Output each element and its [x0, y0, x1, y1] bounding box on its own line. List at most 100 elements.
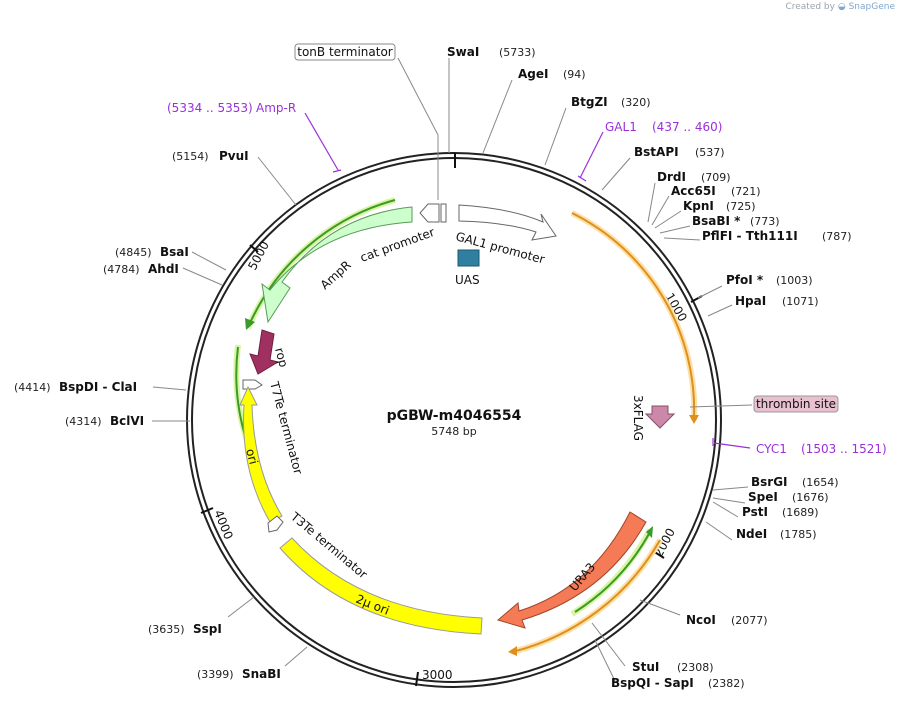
- site-pos: (1689): [782, 506, 819, 519]
- two-micron-ori-feature: [279, 537, 483, 635]
- site-name: SnaBI: [242, 667, 281, 681]
- primer-cyc1-name: CYC1: [756, 442, 787, 456]
- site-pos: (1654): [802, 476, 839, 489]
- primer-gal1-name: GAL1: [605, 120, 637, 134]
- site-pos: (787): [822, 230, 852, 243]
- site-pos: (1071): [782, 295, 819, 308]
- site-pos: (4845): [115, 246, 152, 259]
- orf-arc-right: [571, 212, 696, 419]
- primer-amp-r-range: (5334 .. 5353): [167, 101, 253, 115]
- plasmid-name: pGBW-m4046554: [387, 408, 522, 424]
- rop-label: rop: [272, 346, 291, 369]
- t7te-terminator-label: T7Te terminator: [267, 379, 305, 476]
- rop-feature: [249, 329, 280, 375]
- thrombin-label: thrombin site: [756, 397, 836, 411]
- credit-brand: SnapGene: [848, 2, 895, 12]
- thrombin-label-box: [753, 395, 839, 413]
- orf-arc-bottom: [511, 539, 661, 653]
- site-name: PflFI - Tth111I: [702, 229, 798, 243]
- site-name: BsaBI *: [692, 214, 741, 228]
- site-pos: (773): [750, 215, 780, 228]
- site-name: AgeI: [518, 67, 548, 81]
- primer-amp-r-name: Amp-R: [256, 101, 296, 115]
- site-name: KpnI: [683, 199, 714, 213]
- site-name: HpaI: [735, 294, 766, 308]
- ori-feature: [239, 385, 283, 523]
- site-pos: (1003): [776, 274, 813, 287]
- plasmid-size: 5748 bp: [431, 425, 476, 438]
- site-pos: (2382): [708, 677, 745, 690]
- orf-arc-right-arrowhead: [689, 415, 699, 424]
- ura3-feature: [496, 511, 647, 629]
- orf-arc-bottom-halo: [511, 538, 663, 655]
- tonb-terminator-marker: [440, 203, 447, 223]
- site-name: StuI: [632, 660, 659, 674]
- site-pos: (1785): [780, 528, 817, 541]
- site-leader-lines: [152, 57, 753, 682]
- site-pos: (537): [695, 146, 725, 159]
- site-pos: (320): [621, 96, 651, 109]
- site-pos: (5733): [499, 46, 536, 59]
- site-pos: (721): [731, 185, 761, 198]
- site-name: Acc65I: [671, 184, 716, 198]
- primer-markers: [304, 112, 751, 449]
- credit-prefix: Created by: [785, 2, 835, 12]
- site-pos: (709): [701, 171, 731, 184]
- tonb-terminator-feature: [419, 203, 440, 223]
- tonb-label-box: [294, 43, 396, 61]
- site-name: NcoI: [686, 613, 716, 627]
- flag-label: 3xFLAG: [631, 395, 645, 441]
- site-name: BsaI: [160, 245, 189, 259]
- orf-arc-ampr: [249, 199, 396, 324]
- site-pos: (2308): [677, 661, 714, 674]
- site-pos: (3399): [197, 668, 234, 681]
- site-name: SspI: [193, 622, 222, 636]
- orf-arc-bottom-arrowhead: [508, 646, 517, 656]
- site-name: BtgZI: [571, 95, 608, 109]
- ruler-label-3000: 3000: [422, 668, 453, 682]
- orf-arc-right-halo: [570, 210, 698, 421]
- gal1-promoter-feature: [458, 204, 557, 241]
- orf-arc-ura3: [574, 531, 651, 613]
- site-name: BstAPI: [634, 145, 679, 159]
- site-pos: (1676): [792, 491, 829, 504]
- restriction-sites: SwaI (5733) AgeI (94) BtgZI (320) BstAPI…: [14, 45, 852, 690]
- orf-arc-ura3-arrowhead: [646, 526, 653, 538]
- site-pos: (2077): [731, 614, 768, 627]
- ruler-tick-5000: [249, 244, 259, 253]
- site-name: BclVI: [110, 414, 144, 428]
- t3te-terminator-feature: [267, 515, 284, 533]
- ruler-tick-4000: [200, 507, 214, 514]
- ori-label: ori: [243, 447, 261, 466]
- uas-label: UAS: [455, 273, 480, 287]
- site-name: DrdI: [657, 170, 686, 184]
- flag-feature: [644, 405, 676, 429]
- site-pos: (94): [563, 68, 586, 81]
- orf-arc-ampr-arrowhead: [245, 318, 255, 330]
- site-name: SwaI: [447, 45, 479, 59]
- ruler-tick-3000: [415, 671, 419, 687]
- site-pos: (4314): [65, 415, 102, 428]
- site-name: PstI: [742, 505, 768, 519]
- site-pos: (725): [726, 200, 756, 213]
- site-name: SpeI: [748, 490, 778, 504]
- site-name: BspQI - SapI: [611, 676, 694, 690]
- uas-feature: [457, 249, 480, 267]
- site-pos: (4414): [14, 381, 51, 394]
- site-name: AhdI: [148, 262, 179, 276]
- cat-promoter-label: cat promoter: [358, 225, 436, 265]
- site-pos: (4784): [103, 263, 140, 276]
- ampr-label: AmpR: [318, 258, 354, 292]
- site-pos: (3635): [148, 623, 185, 636]
- t7te-terminator-feature: [242, 379, 263, 390]
- tonb-label: tonB terminator: [297, 45, 393, 59]
- site-pos: (5154): [172, 150, 209, 163]
- snapgene-logo-icon: ◒: [837, 2, 846, 12]
- ampr-feature: [261, 206, 413, 324]
- site-name: BspDI - ClaI: [59, 380, 137, 394]
- site-name: NdeI: [736, 527, 767, 541]
- site-name: PvuI: [219, 149, 249, 163]
- primer-cyc1-range: (1503 .. 1521): [801, 442, 887, 456]
- primer-gal1-range: (437 .. 460): [652, 120, 722, 134]
